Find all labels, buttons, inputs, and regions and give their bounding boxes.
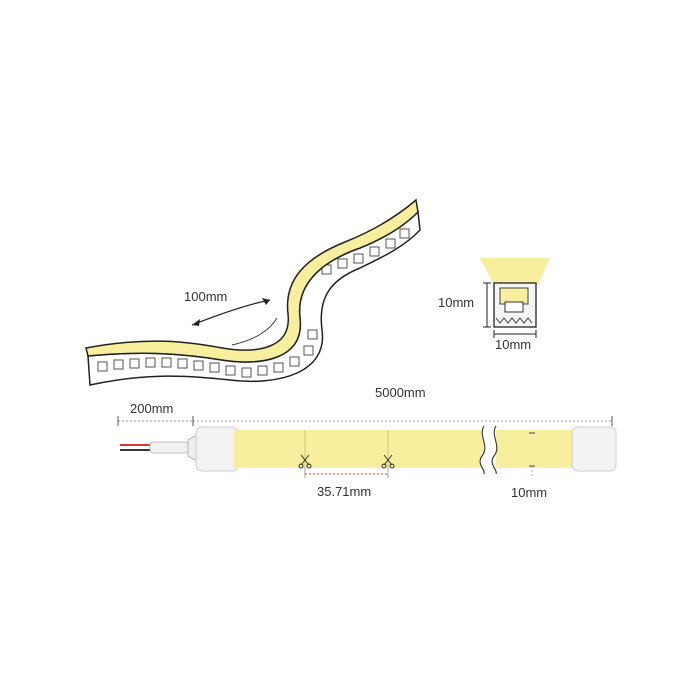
break-mark-left [479,425,486,475]
strip-light-face [85,198,419,363]
cross-width-label: 10mm [495,337,531,352]
break-mark-right [491,425,498,475]
strip-end-cap-right [571,426,617,472]
cable-jacket [149,441,189,454]
straight-strip [195,425,617,475]
bend-radius-dimension: 100mm [184,289,278,346]
cross-section-base [495,317,533,324]
bend-radius-arrow-right [262,298,270,305]
bend-radius-guide [231,317,278,346]
cut-length-dimension: 35.71mm [304,468,389,499]
strip-body-left [234,430,484,468]
scissors-icon [381,454,395,469]
cut-length-label: 35.71mm [317,484,371,499]
lead-length-label: 200mm [130,401,173,416]
cross-height-label: 10mm [438,295,474,310]
bend-radius-arrow-left [192,319,200,326]
lead-length-dimension: 200mm [117,401,193,426]
strip-chip-pattern [97,228,410,378]
strip-end-cap-left [195,426,239,472]
strip-width-dimension: 10mm [511,466,547,500]
scissors-icon [298,454,312,469]
cross-section: 10mm 10mm [438,258,550,352]
strip-width-label: 10mm [511,485,547,500]
bend-radius-label: 100mm [184,289,227,304]
lead-cable [120,433,199,463]
flexible-strip-illustration [85,198,421,386]
total-length-dimension: 5000mm [192,385,613,426]
cross-section-chip [504,301,524,313]
cross-section-glow [480,258,550,285]
strip-body-right [496,430,576,468]
total-length-label: 5000mm [375,385,426,400]
